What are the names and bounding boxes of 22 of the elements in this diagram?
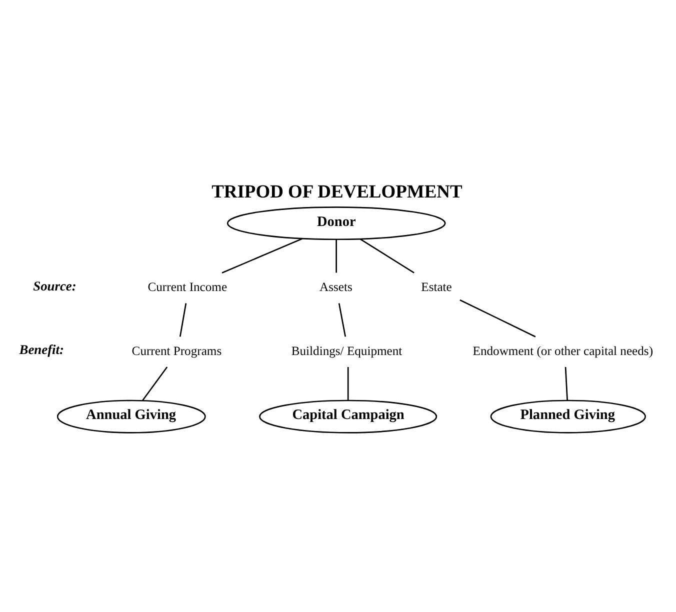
node-ellipse: Donor: [226, 206, 446, 240]
connector: [460, 298, 536, 337]
node-ellipse: Planned Giving: [490, 399, 646, 433]
connector: [360, 238, 414, 273]
connector: [142, 366, 168, 401]
node-text: Current Income: [148, 279, 228, 294]
node-text: Current Programs: [132, 343, 222, 358]
node-text: Assets: [320, 279, 352, 294]
label: Benefit:: [19, 342, 64, 357]
diagram-title: TRIPOD OF DEVELOPMENT: [212, 181, 462, 202]
connector: [179, 302, 187, 336]
node-text: Buildings/ Equipment: [291, 343, 402, 358]
node-ellipse: Annual Giving: [56, 399, 206, 433]
label: Source:: [33, 278, 76, 293]
connector: [336, 238, 337, 272]
node-text: Endowment (or other capital needs): [472, 343, 654, 358]
connector: [338, 302, 346, 336]
node-text: Estate: [421, 279, 452, 294]
node-ellipse: Capital Campaign: [259, 399, 438, 433]
connector: [564, 366, 568, 400]
connector: [347, 366, 349, 400]
connector: [222, 237, 303, 273]
